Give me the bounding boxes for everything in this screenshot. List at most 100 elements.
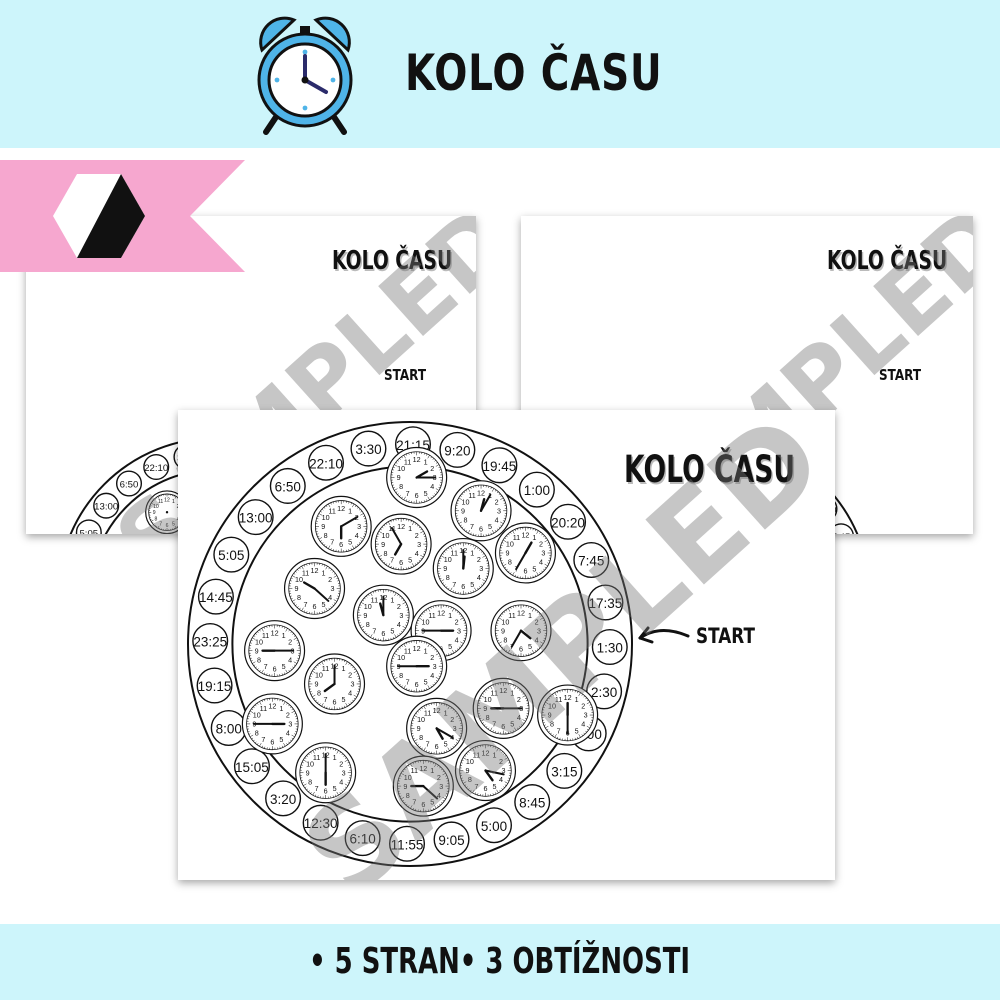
clock-tick: [362, 535, 365, 538]
clock-tick: [308, 753, 310, 756]
clock-tick: [393, 466, 395, 468]
clock-tick: [399, 683, 401, 686]
clock-tick: [323, 705, 325, 708]
clock-number: 8: [399, 671, 403, 680]
minute-hand: [510, 629, 522, 648]
clock-tick: [295, 604, 297, 606]
clock-tick: [445, 586, 448, 588]
clock-number: 1: [348, 506, 352, 515]
clock-number: 6: [313, 602, 317, 611]
clock-tick: [438, 675, 441, 677]
clock-tick: [504, 757, 508, 760]
clock-tick: [464, 755, 467, 757]
clock-tick: [401, 685, 403, 688]
time-bubble: [514, 784, 551, 821]
clock-number: 7: [159, 521, 162, 527]
clock-tick: [279, 746, 281, 749]
clock-tick: [532, 528, 534, 531]
clock-tick: [482, 553, 485, 555]
clock-tick: [547, 542, 550, 544]
clock-tick: [259, 743, 262, 747]
clock-tick: [249, 710, 254, 714]
time-label: 13:00: [239, 511, 273, 526]
clock-tick: [352, 545, 355, 549]
time-bubble: [197, 578, 234, 615]
clock-tick: [405, 803, 408, 806]
clock-tick: [254, 741, 257, 744]
clock-tick: [454, 609, 457, 612]
clock-tick: [466, 786, 468, 788]
clock-tick: [321, 703, 324, 707]
clock-number: 1: [448, 611, 452, 620]
clock-number: 9: [465, 766, 469, 775]
clock-tick: [502, 563, 507, 567]
clock-tick: [432, 807, 435, 810]
clock-tick: [159, 527, 161, 530]
clock-tick: [435, 680, 438, 682]
clock-tick: [400, 772, 405, 776]
clock-tick: [478, 700, 481, 702]
clock-tick: [335, 749, 337, 751]
clock-number: 3: [433, 662, 437, 671]
clock-tick: [353, 697, 356, 700]
clock-tick: [344, 757, 347, 759]
clock-number: 4: [477, 573, 481, 582]
clock-number: 2: [339, 759, 343, 768]
clock-tick: [459, 720, 462, 722]
clock-number: 1: [470, 549, 474, 558]
clock-tick: [288, 629, 290, 632]
clock-tick: [430, 496, 433, 499]
clock-tick: [259, 701, 262, 705]
clock-tick: [442, 799, 445, 802]
clock-number: 12: [311, 566, 319, 575]
clock-tick: [496, 528, 499, 531]
clock-tick: [432, 458, 435, 460]
clock-tick: [266, 626, 268, 628]
clock-tick: [252, 637, 256, 640]
start-label: START: [384, 366, 427, 384]
clock-tick: [385, 563, 388, 566]
time-bubble: [573, 541, 610, 579]
clock-tick: [399, 458, 401, 460]
clock-tick: [335, 794, 337, 797]
clock-number: 6: [461, 582, 465, 591]
clock-tick: [426, 453, 428, 456]
footer-text: • 5 STRAN• 3 OBTÍŽNOSTI: [309, 941, 691, 982]
clock-tick: [364, 597, 366, 600]
clock-tick: [490, 487, 492, 489]
clock-tick: [352, 503, 355, 508]
clock-tick: [435, 488, 440, 491]
minute-hand: [435, 727, 454, 739]
clock-tick: [586, 701, 591, 705]
clock-number: 8: [399, 482, 403, 491]
clock-tick: [439, 766, 441, 769]
hour-hand: [524, 541, 533, 555]
clock-number: 12: [477, 489, 485, 498]
clock-tick: [445, 795, 447, 797]
clock-tick: [296, 660, 299, 662]
clock-tick: [435, 653, 440, 656]
clock-tick: [423, 452, 425, 455]
clock-tick: [450, 652, 452, 655]
clock-number: 1: [575, 695, 579, 704]
clock-tick: [370, 634, 373, 638]
clock-number: 7: [261, 735, 265, 744]
clock-tick: [347, 782, 350, 784]
hour-hand: [479, 498, 486, 513]
clock-number: 10: [422, 617, 430, 626]
clock-tick: [406, 622, 408, 624]
clock-tick: [498, 617, 502, 620]
clock-tick: [514, 727, 517, 731]
clock-tick: [360, 510, 363, 513]
clock-tick: [293, 635, 296, 637]
clock-tick: [590, 722, 593, 724]
clock-tick: [546, 699, 549, 702]
clock-tick: [505, 609, 508, 612]
time-bubble: [269, 467, 306, 504]
clock-number: 9: [255, 646, 259, 655]
clock-number: 7: [372, 626, 376, 635]
clock-number: 5: [424, 489, 428, 498]
clock-number: 11: [302, 569, 309, 578]
clock-tick: [297, 657, 300, 659]
